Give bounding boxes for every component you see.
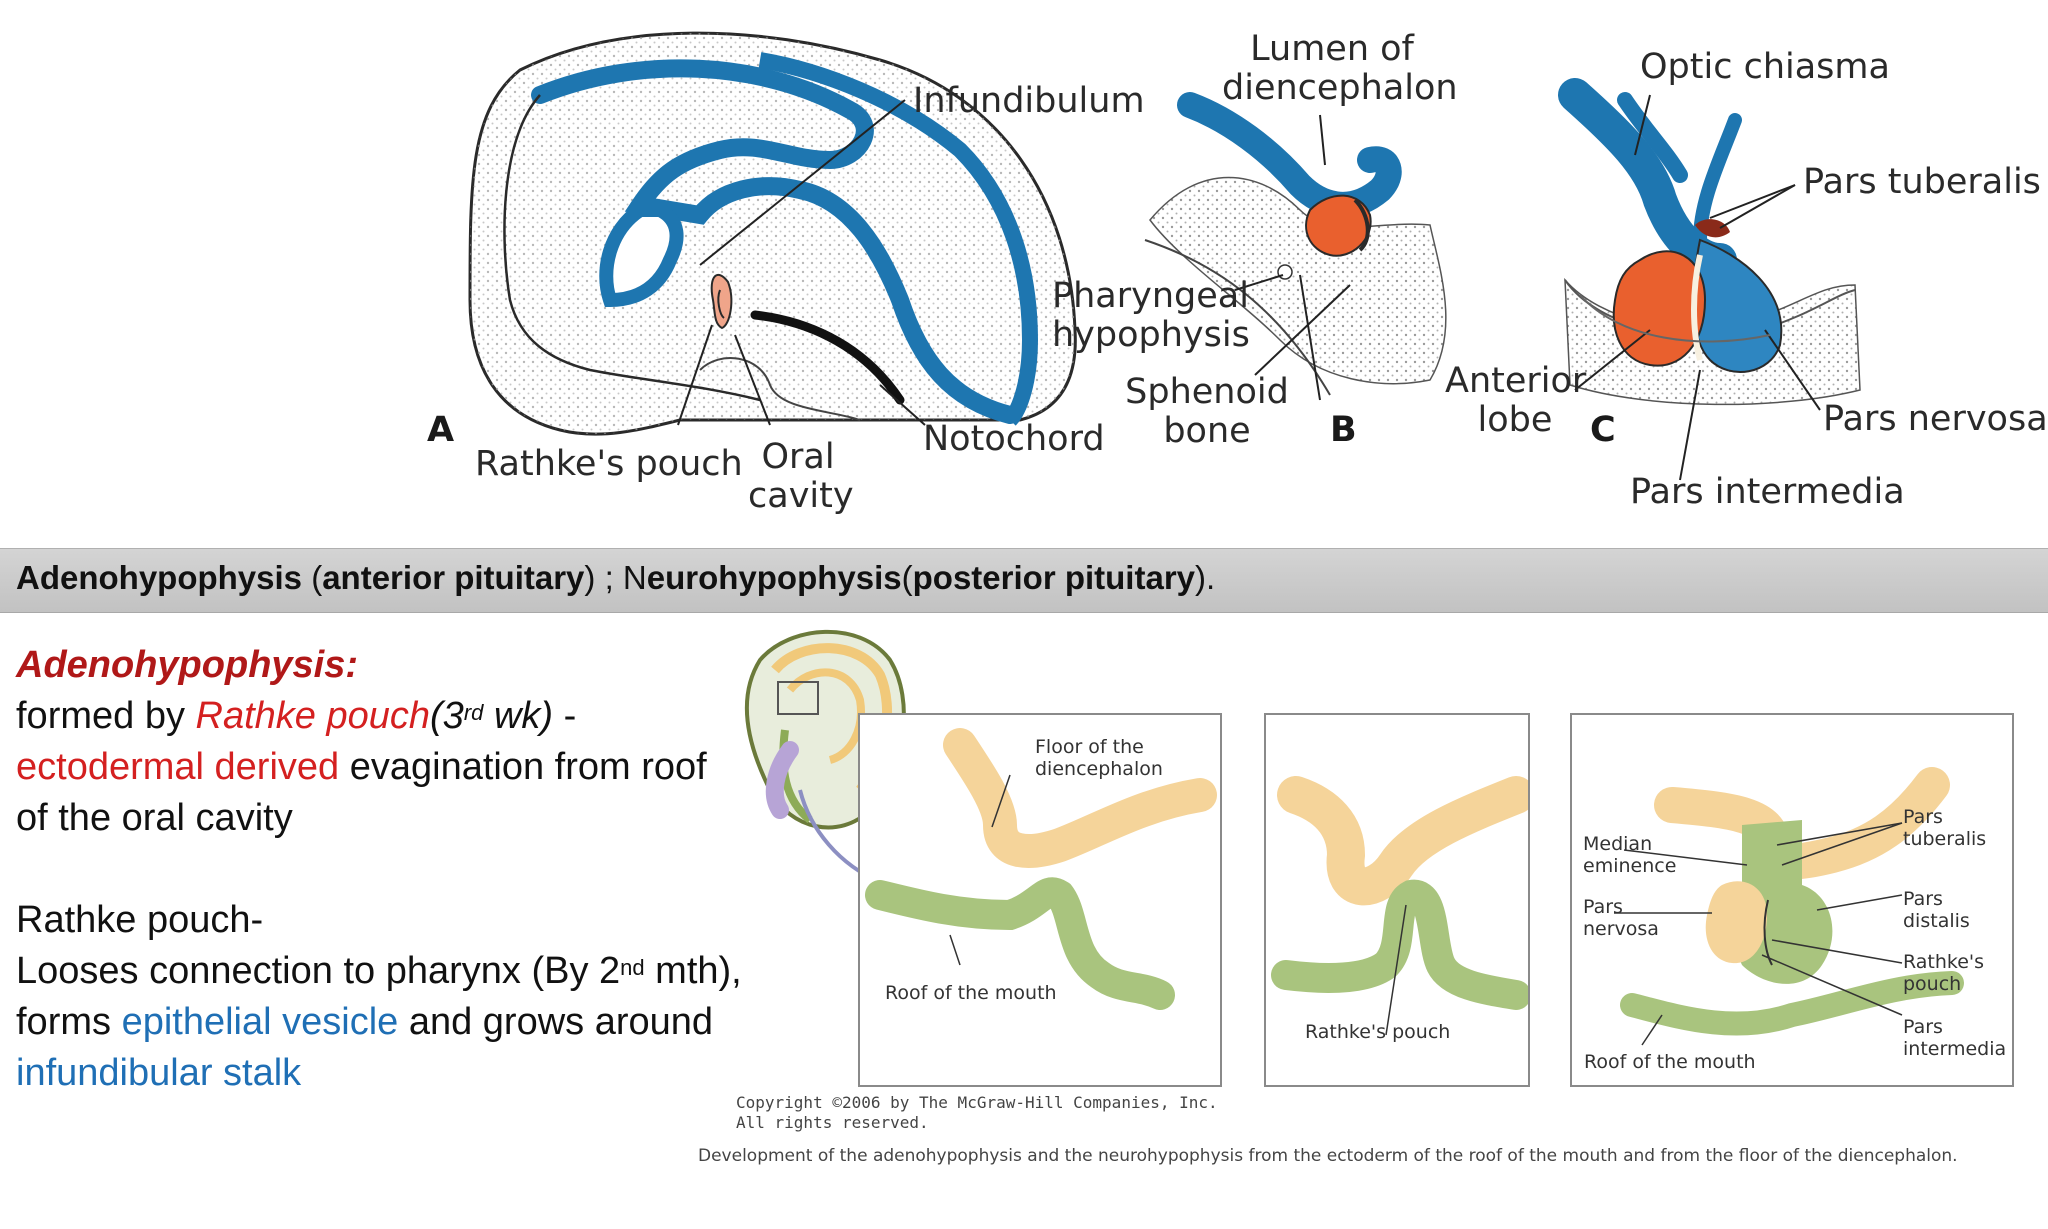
panel-letter-b: B (1330, 410, 1357, 450)
panel-c-drawing (1558, 78, 1861, 481)
label-roof-mouth-3: Roof of the mouth (1584, 1051, 1756, 1073)
bottom-panel-3 (1570, 713, 2014, 1087)
label-optic-chiasma: Optic chiasma (1640, 47, 1890, 87)
label-rathkes-pouch: Rathke's pouch (475, 444, 743, 484)
line-forms-vesicle: forms epithelial vesicle and grows aroun… (16, 1001, 714, 1043)
label-pars-intermedia-2: Pars intermedia (1903, 1016, 2007, 1060)
panel-b-drawing (1144, 92, 1447, 401)
top-diagram (468, 31, 1861, 481)
label-rathkes-pouch-2: Rathke's pouch (1305, 1021, 1451, 1043)
bottom-panel-1 (858, 713, 1222, 1087)
label-pars-tuberalis: Pars tuberalis (1803, 162, 2041, 202)
label-infundibulum: Infundibulum (913, 81, 1145, 121)
label-oral-cavity: Oral cavity (748, 437, 854, 516)
line-infundibular-stalk: infundibular stalk (16, 1052, 302, 1094)
figure-caption: Development of the adenohypophysis and t… (698, 1146, 1958, 1166)
label-anterior-lobe: Anterior lobe (1445, 361, 1587, 440)
label-median-eminence: Median eminence (1583, 833, 1677, 877)
label-pars-nervosa-2: Pars nervosa (1583, 896, 1659, 940)
label-pars-intermedia: Pars intermedia (1630, 472, 1905, 512)
label-notochord: Notochord (923, 419, 1105, 459)
label-pars-tuberalis-2: Pars tuberalis (1903, 806, 1987, 850)
heading-adenohypophysis: Adenohypophysis: (16, 644, 359, 686)
line-looses-connection: Looses connection to pharynx (By 2nd mth… (16, 950, 742, 992)
title-banner: Adenohypophysis (anterior pituitary) ; N… (0, 548, 2048, 613)
body-text: Adenohypophysis: formed by Rathke pouch(… (16, 640, 742, 1099)
label-floor-diencephalon: Floor of the diencephalon (1035, 736, 1163, 780)
label-roof-mouth-1: Roof of the mouth (885, 982, 1057, 1004)
panel-a-drawing (468, 31, 1077, 436)
bottom-panel-2 (1264, 713, 1530, 1087)
label-rathkes-pouch-3: Rathke's pouch (1903, 951, 1985, 995)
banner-text: Adenohypophysis (anterior pituitary) ; N… (16, 559, 1216, 596)
line-oral-cavity: of the oral cavity (16, 797, 293, 839)
line-formed-by: formed by Rathke pouch(3rd wk) - (16, 695, 577, 737)
label-sphenoid-bone: Sphenoid bone (1125, 372, 1289, 451)
line-rathke-pouch: Rathke pouch- (16, 899, 264, 941)
copyright-notice: Copyright ©2006 by The McGraw-Hill Compa… (736, 1093, 1218, 1132)
panel-letter-c: C (1590, 410, 1616, 450)
line-ectodermal: ectodermal derived evagination from roof (16, 746, 707, 788)
panel-letter-a: A (427, 410, 455, 450)
label-pars-nervosa: Pars nervosa (1823, 399, 2048, 439)
label-lumen-of-diencephalon: Lumen of diencephalon (1222, 29, 1458, 108)
label-pars-distalis: Pars distalis (1903, 888, 1970, 932)
label-pharyngeal-hypophysis: Pharyngeal hypophysis (1052, 276, 1250, 355)
